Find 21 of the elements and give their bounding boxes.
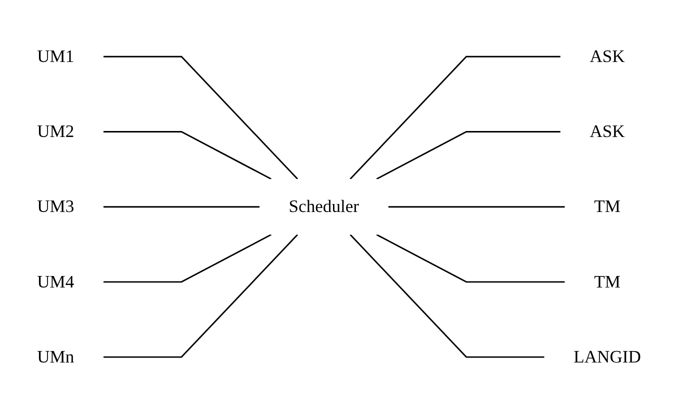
node-text: TM bbox=[594, 196, 620, 216]
connector bbox=[350, 234, 544, 358]
node-text: UM1 bbox=[37, 46, 74, 66]
node-text: UMn bbox=[37, 346, 74, 366]
node-text: UM4 bbox=[37, 271, 74, 291]
node-text: UM3 bbox=[37, 196, 74, 216]
connector bbox=[350, 56, 560, 180]
node-text: UM2 bbox=[37, 121, 74, 141]
node-text: ASK bbox=[590, 121, 625, 141]
connector bbox=[103, 130, 272, 180]
connector bbox=[388, 206, 565, 208]
node-text: TM bbox=[594, 271, 620, 291]
node-text: ASK bbox=[590, 46, 625, 66]
connector bbox=[103, 234, 272, 282]
node-text: Scheduler bbox=[288, 196, 359, 216]
connector bbox=[376, 234, 565, 282]
connector bbox=[103, 56, 298, 180]
connector bbox=[376, 130, 560, 180]
connector bbox=[103, 234, 298, 358]
connector bbox=[103, 206, 260, 208]
node-text: LANGID bbox=[574, 346, 641, 366]
